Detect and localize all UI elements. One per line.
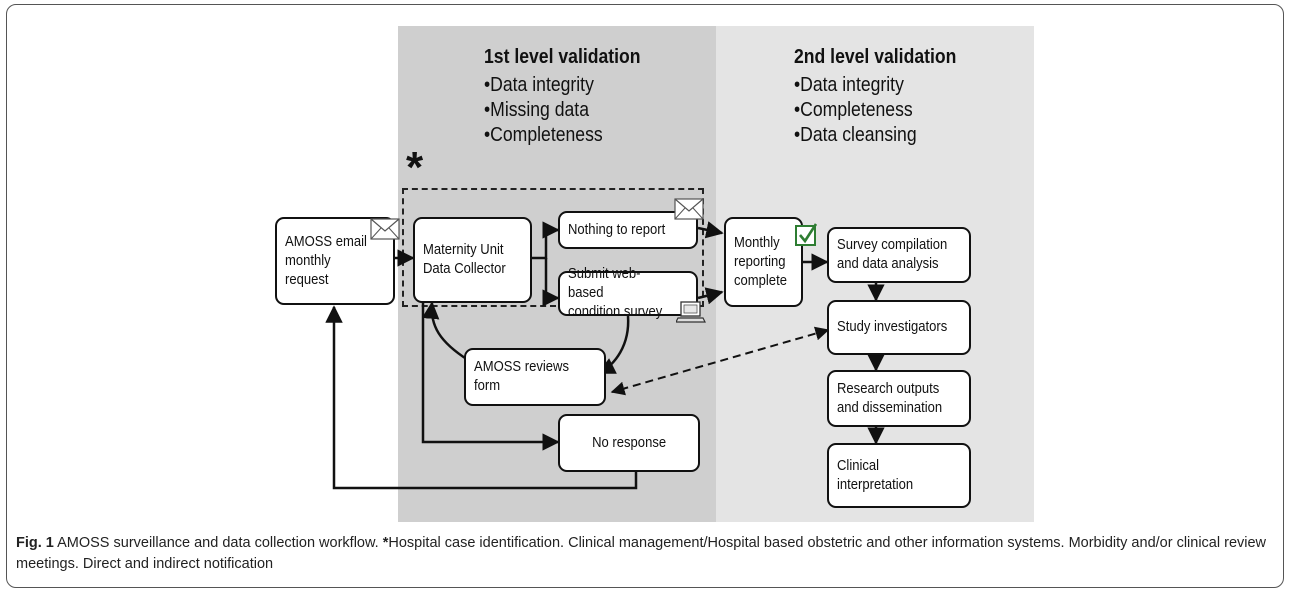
study-investigators-box: Study investigators [827, 300, 971, 355]
monthly-complete-label: Monthly reporting complete [734, 234, 787, 289]
arrow-investigators-reviews-dashed [610, 326, 830, 396]
laptop-icon [676, 301, 706, 323]
envelope-icon [370, 218, 400, 240]
level1-item: Completeness [484, 123, 641, 148]
submit-survey-label: Submit web-based condition survey [568, 266, 663, 320]
arrow-submit-to-monthly [697, 287, 724, 305]
level2-header: 2nd level validation Data integrity Comp… [794, 46, 979, 148]
nothing-to-report-box: Nothing to report [558, 211, 698, 249]
level1-item: Missing data [484, 98, 641, 123]
clinical-interpretation-label: Clinical interpretation [837, 457, 914, 493]
envelope-icon [674, 198, 704, 220]
arrow-noresponse-to-email [325, 305, 638, 490]
monthly-complete-box: Monthly reporting complete [724, 217, 803, 307]
caption-label: Fig. 1 [16, 535, 54, 551]
arrow-maternity-to-nothing [532, 221, 560, 260]
caption-star: * [382, 535, 389, 551]
level1-header: 1st level validation Data integrity Miss… [484, 46, 662, 148]
research-outputs-label: Research outputs and dissemination [837, 380, 943, 416]
level1-item: Data integrity [484, 73, 641, 98]
amoss-email-label: AMOSS email monthly request [285, 233, 367, 288]
study-investigators-label: Study investigators [837, 319, 948, 335]
level2-item: Data cleansing [794, 123, 956, 148]
asterisk-marker: * [406, 143, 424, 192]
figure-caption: Fig. 1 AMOSS surveillance and data colle… [16, 533, 1276, 575]
maternity-collector-box: Maternity Unit Data Collector [413, 217, 532, 303]
survey-compilation-label: Survey compilation and data analysis [837, 237, 948, 272]
amoss-reviews-box: AMOSS reviews form [464, 348, 606, 406]
arrow-maternity-to-noresponse [421, 303, 560, 451]
figure-frame [6, 4, 1284, 588]
no-response-box: No response [558, 414, 700, 472]
maternity-collector-label: Maternity Unit Data Collector [423, 242, 506, 277]
level1-title: 1st level validation [484, 46, 641, 68]
arrow-reviews-to-maternity [421, 301, 469, 362]
level2-item: Data integrity [794, 73, 956, 98]
nothing-to-report-label: Nothing to report [568, 221, 666, 238]
research-outputs-box: Research outputs and dissemination [827, 370, 971, 427]
clinical-interpretation-box: Clinical interpretation [827, 443, 971, 508]
no-response-label: No response [592, 434, 666, 451]
caption-text: AMOSS surveillance and data collection w… [53, 535, 383, 551]
caption-note: Hospital case identification. Clinical m… [16, 535, 1267, 572]
survey-compilation-box: Survey compilation and data analysis [827, 227, 971, 283]
submit-survey-box: Submit web-based condition survey [558, 266, 698, 320]
level2-title: 2nd level validation [794, 46, 957, 68]
level2-item: Completeness [794, 98, 956, 123]
checkmark-icon [795, 223, 818, 246]
amoss-reviews-label: AMOSS reviews form [474, 359, 570, 394]
arrow-maternity-to-submit [542, 258, 560, 307]
arrow-nothing-to-monthly [697, 221, 724, 239]
